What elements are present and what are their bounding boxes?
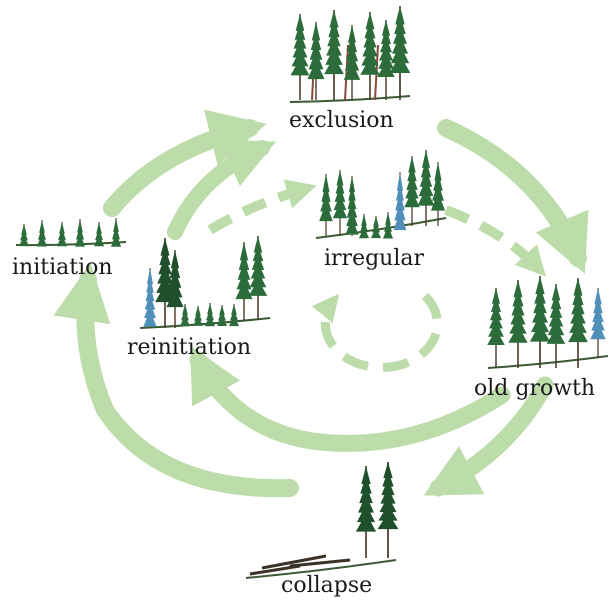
conifer-tree-icon: [404, 156, 420, 226]
arrow-collapse-to-initiation: [53, 262, 299, 498]
conifer-tree-icon: [290, 14, 310, 100]
tree-stands: [15, 6, 609, 579]
stand-reinitiation: [139, 236, 271, 329]
stand-irregular: [315, 150, 447, 239]
arrow-oldgrowth-to-reinitiation: [189, 345, 511, 452]
conifer-tree-icon: [360, 12, 380, 100]
conifer-tree-icon: [430, 162, 446, 226]
conifer-tree-icon: [166, 250, 184, 328]
stand-exclusion: [289, 6, 411, 103]
conifer-tree-icon: [75, 219, 85, 247]
label-old-growth: old growth: [474, 376, 596, 401]
fallen-log-icon: [261, 554, 327, 570]
label-reinitiation: reinitiation: [127, 335, 252, 360]
conifer-tree-icon: [508, 280, 528, 368]
arrow-reinitiation-to-exclusion: [167, 139, 276, 240]
conifer-tree-icon: [377, 462, 399, 558]
arrow-initiation-to-exclusion: [103, 109, 267, 217]
stand-initiation: [15, 218, 127, 247]
conifer-tree-icon: [155, 238, 175, 328]
conifer-tree-icon: [229, 304, 239, 327]
conifer-tree-icon: [487, 288, 505, 368]
conifer-tree-icon: [111, 218, 121, 247]
conifer-tree-icon: [359, 214, 369, 239]
conifer-tree-icon: [568, 278, 588, 368]
conifer-tree-icon: [19, 224, 29, 247]
conifer-tree-icon: [324, 10, 344, 100]
arrow-irregular-loop: [311, 292, 442, 372]
conifer-tree-icon: [57, 222, 67, 247]
fallen-log-icon: [289, 558, 351, 568]
label-initiation: initiation: [12, 255, 113, 280]
conifer-tree-icon: [37, 220, 47, 247]
label-collapse: collapse: [281, 573, 373, 598]
conifer-tree-icon: [389, 6, 411, 100]
conifer-tree-icon: [377, 20, 395, 100]
conifer-tree-icon: [393, 172, 407, 231]
arrow-irregular-to-oldgrowth: [444, 205, 547, 277]
conifer-tree-icon: [590, 288, 606, 358]
stand-old-growth: [487, 276, 609, 369]
conifer-tree-icon: [319, 174, 333, 236]
arrow-oldgrowth-to-collapse: [423, 376, 554, 497]
conifer-tree-icon: [417, 150, 435, 226]
cycle-arrows: [53, 109, 589, 498]
label-exclusion: exclusion: [289, 108, 394, 133]
conifer-tree-icon: [193, 306, 203, 326]
dead-snag-icon: [344, 44, 349, 101]
conifer-tree-icon: [205, 303, 215, 327]
conifer-tree-icon: [94, 222, 104, 247]
conifer-tree-icon: [217, 305, 227, 326]
conifer-tree-icon: [143, 268, 157, 328]
conifer-tree-icon: [343, 25, 361, 100]
conifer-tree-icon: [248, 236, 268, 320]
stand-collapse: [245, 462, 399, 579]
conifer-tree-icon: [546, 284, 566, 368]
conifer-tree-icon: [345, 176, 359, 236]
conifer-tree-icon: [332, 170, 348, 236]
conifer-tree-icon: [355, 466, 377, 558]
fallen-log-icon: [249, 564, 301, 576]
conifer-tree-icon: [307, 22, 325, 100]
label-irregular: irregular: [324, 246, 425, 271]
conifer-tree-icon: [235, 242, 253, 320]
conifer-tree-icon: [383, 212, 393, 239]
conifer-tree-icon: [180, 304, 190, 327]
conifer-tree-icon: [529, 276, 551, 368]
arrow-reinitiation-to-irregular: [207, 179, 317, 235]
arrow-exclusion-to-oldgrowth: [437, 119, 589, 274]
conifer-tree-icon: [371, 216, 381, 239]
